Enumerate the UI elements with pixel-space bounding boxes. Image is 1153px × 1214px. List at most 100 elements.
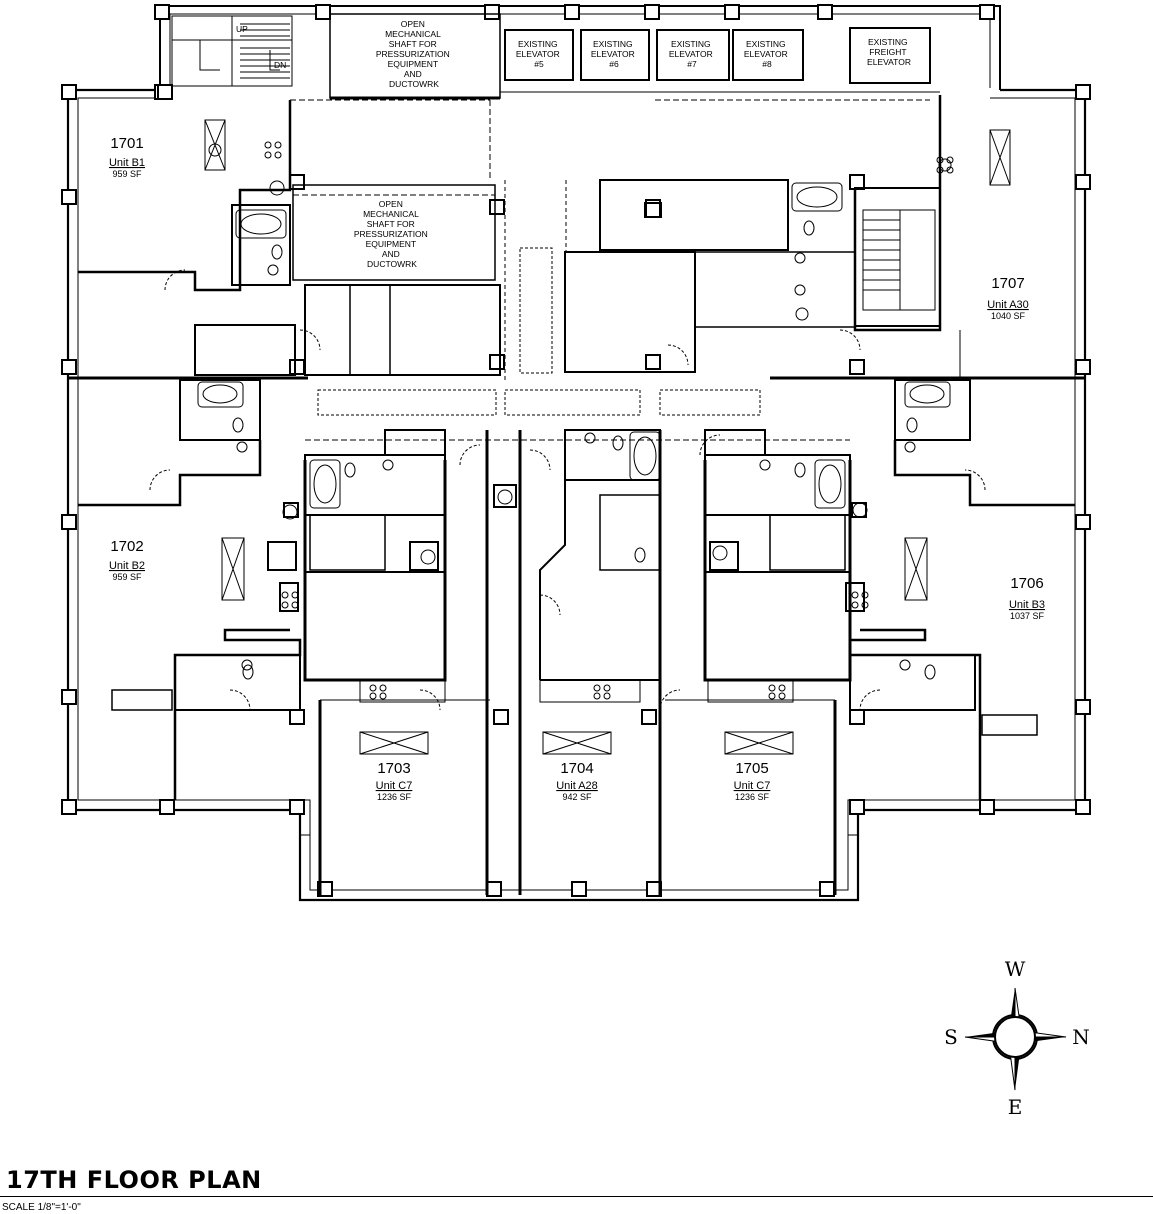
column: [157, 84, 173, 100]
unit-area: 1040 SF: [991, 311, 1026, 321]
unit-area: 1236 SF: [377, 792, 412, 802]
unit-number: 1702: [110, 538, 143, 555]
shaft-center-label: OPEN MECHANICAL SHAFT FOR PRESSURIZATION…: [354, 199, 430, 269]
column: [817, 4, 833, 20]
column: [61, 189, 77, 205]
elevator-bank: [500, 27, 940, 93]
shaft-north: [329, 13, 501, 100]
column: [851, 502, 867, 518]
elevator-8-label: EXISTING ELEVATOR #8: [744, 39, 790, 69]
column: [849, 709, 865, 725]
unit-area: 959 SF: [112, 169, 142, 179]
column: [289, 359, 305, 375]
shaft-north-line: DUCTOWRK: [389, 79, 439, 89]
stair-down-label: DN: [274, 60, 286, 70]
unit-number: 1707: [991, 275, 1024, 292]
shaft-north-label: OPEN MECHANICAL SHAFT FOR PRESSURIZATION…: [376, 19, 452, 89]
unit-type: Unit B1: [109, 157, 145, 169]
column: [489, 354, 505, 370]
elevator-line: EXISTING: [868, 37, 908, 47]
unit-1705-label: 1705 Unit C7 1236 SF: [734, 760, 771, 802]
unit-walls: [78, 95, 1075, 895]
unit-area: 942 SF: [562, 792, 592, 802]
stair-northwest: [171, 15, 293, 87]
column: [315, 4, 331, 20]
unit-type: Unit B2: [109, 560, 145, 572]
elevator-line: ELEVATOR: [867, 57, 911, 67]
shaft-center-line: MECHANICAL: [363, 209, 419, 219]
plan-title: 17TH FLOOR PLAN: [6, 1166, 262, 1194]
column: [409, 541, 439, 571]
column: [979, 4, 995, 20]
shaft-center: [292, 184, 496, 281]
column: [1075, 514, 1091, 530]
unit-number: 1705: [735, 760, 768, 777]
shaft-north-line: EQUIPMENT: [388, 59, 438, 69]
column: [644, 4, 660, 20]
column: [564, 4, 580, 20]
title-rule: [0, 1196, 1153, 1197]
unit-number: 1701: [110, 135, 143, 152]
shaft-center-line: DUCTOWRK: [367, 259, 417, 269]
compass-rose: W E S N: [944, 957, 1090, 1119]
column: [1075, 699, 1091, 715]
shaft-north-line: SHAFT FOR: [389, 39, 437, 49]
unit-1706-label: 1706 Unit B3 1037 SF: [1009, 575, 1045, 621]
elevator-line: EXISTING: [671, 39, 711, 49]
shaft-center-line: PRESSURIZATION: [354, 229, 428, 239]
elevator-line: ELEVATOR: [744, 49, 788, 59]
column: [484, 4, 500, 20]
stair-up-label: UP: [236, 24, 248, 34]
elevator-line: EXISTING: [518, 39, 558, 49]
unit-type: Unit B3: [1009, 599, 1045, 611]
column: [1075, 799, 1091, 815]
column: [493, 709, 509, 725]
column: [1075, 174, 1091, 190]
shaft-center-line: AND: [382, 249, 400, 259]
unit-area: 1236 SF: [735, 792, 770, 802]
elevator-line: #6: [609, 59, 619, 69]
elevator-line: ELEVATOR: [669, 49, 713, 59]
unit-number: 1704: [560, 760, 593, 777]
unit-type: Unit C7: [376, 780, 413, 792]
door-swings: [149, 269, 986, 711]
freight-elevator-label: EXISTING FREIGHT ELEVATOR: [867, 37, 911, 67]
shaft-north-line: MECHANICAL: [385, 29, 441, 39]
columns: [61, 4, 1091, 897]
unit-area: 1037 SF: [1010, 611, 1045, 621]
scale-label: SCALE 1/8"=1'-0": [2, 1202, 81, 1213]
column: [61, 359, 77, 375]
elevator-line: FREIGHT: [869, 47, 906, 57]
elevator-6-label: EXISTING ELEVATOR #6: [591, 39, 637, 69]
unit-1703-label: 1703 Unit C7 1236 SF: [376, 760, 413, 802]
column: [819, 881, 835, 897]
unit-1704-label: 1704 Unit A28 942 SF: [556, 760, 598, 802]
column: [979, 799, 995, 815]
unit-1702-label: 1702 Unit B2 959 SF: [109, 538, 145, 582]
column: [849, 359, 865, 375]
elevator-line: #5: [534, 59, 544, 69]
elevator-line: EXISTING: [593, 39, 633, 49]
fixtures: [197, 119, 1011, 755]
compass-south-label: S: [944, 1025, 958, 1049]
unit-type: Unit A30: [987, 299, 1029, 311]
column: [486, 881, 502, 897]
elevator-line: ELEVATOR: [591, 49, 635, 59]
elevator-5-label: EXISTING ELEVATOR #5: [516, 39, 562, 69]
column: [489, 199, 505, 215]
unit-number: 1706: [1010, 575, 1043, 592]
unit-number: 1703: [377, 760, 410, 777]
column: [289, 174, 305, 190]
column: [641, 709, 657, 725]
shaft-north-line: PRESSURIZATION: [376, 49, 450, 59]
shaft-center-line: SHAFT FOR: [367, 219, 415, 229]
shaft-north-line: OPEN: [401, 19, 425, 29]
elevator-line: #7: [687, 59, 697, 69]
column: [849, 174, 865, 190]
column: [1075, 84, 1091, 100]
column: [571, 881, 587, 897]
column: [289, 799, 305, 815]
column: [1075, 359, 1091, 375]
shaft-north-line: AND: [404, 69, 422, 79]
